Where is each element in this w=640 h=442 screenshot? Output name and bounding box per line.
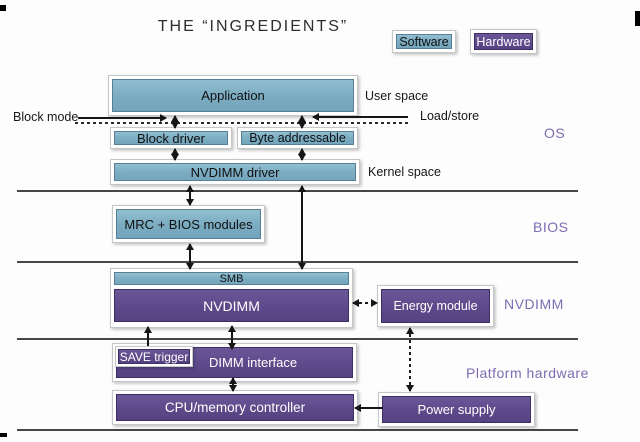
- divider-nvdimm-platform: [17, 338, 578, 340]
- section-label-platform: Platform hardware: [466, 365, 589, 381]
- arrow-dimminterface-cpu: [229, 377, 237, 392]
- arrow-powersupply-cpu: [354, 404, 383, 412]
- box-block-driver: Block driver: [110, 127, 232, 149]
- label-load-store: Load/store: [420, 109, 480, 123]
- block-mode-dashed-line: [75, 122, 408, 124]
- box-nvdimm-module: SMB NVDIMM: [110, 268, 353, 328]
- arrow-energymodule-powersupply: [406, 327, 414, 392]
- arrow-nvdimm-dimminterface: [228, 325, 236, 350]
- legend-software: Software: [392, 30, 456, 53]
- arrow-nvdimm-energymodule: [352, 299, 378, 307]
- arrow-application-blockdriver: [171, 115, 179, 129]
- box-byte-addressable-label: Byte addressable: [241, 131, 354, 145]
- section-label-bios: BIOS: [533, 219, 569, 235]
- divider-bottom: [17, 429, 578, 431]
- box-energy-module: Energy module: [377, 285, 494, 327]
- arrow-mrcbios-smb: [186, 243, 194, 270]
- box-power-supply-label: Power supply: [382, 396, 531, 423]
- box-power-supply: Power supply: [378, 392, 535, 427]
- arrow-savetrigger-nvdimm: [144, 326, 152, 346]
- section-label-nvdimm: NVDIMM: [504, 296, 564, 312]
- divider-os-bios: [17, 190, 578, 192]
- label-block-mode: Block mode: [13, 110, 79, 124]
- page-title: THE “INGREDIENTS”: [157, 18, 349, 35]
- box-block-driver-label: Block driver: [114, 131, 228, 146]
- box-save-trigger-label: SAVE trigger: [118, 349, 190, 364]
- box-cpu-memory-controller: CPU/memory controller: [112, 390, 358, 425]
- box-save-trigger: SAVE trigger: [115, 346, 193, 367]
- box-nvdimm-driver-label: NVDIMM driver: [114, 163, 356, 181]
- box-application-label: Application: [112, 79, 354, 112]
- box-nvdimm-driver: NVDIMM driver: [110, 159, 360, 185]
- arrow-block-mode: [78, 114, 167, 122]
- box-byte-addressable: Byte addressable: [237, 127, 358, 149]
- legend-software-label: Software: [396, 34, 452, 49]
- box-energy-module-label: Energy module: [381, 289, 490, 323]
- label-user-space: User space: [365, 89, 429, 103]
- legend-hardware: Hardware: [470, 29, 537, 54]
- box-mrc-bios: MRC + BIOS modules: [112, 205, 265, 243]
- box-nvdimm-label: NVDIMM: [114, 289, 349, 322]
- arrow-byteaddressable-nvdimmdriver: [298, 148, 306, 161]
- arrow-nvdimmdriver-smb: [298, 185, 306, 270]
- label-kernel-space: Kernel space: [368, 165, 441, 179]
- legend-hardware-label: Hardware: [474, 33, 533, 50]
- box-smb-label: SMB: [114, 272, 349, 285]
- box-mrc-bios-label: MRC + BIOS modules: [116, 209, 261, 239]
- arrow-load-store: [312, 113, 408, 121]
- arrow-application-byteaddressable: [298, 115, 306, 129]
- divider-bios-nvdimm: [17, 261, 578, 263]
- box-cpu-memory-controller-label: CPU/memory controller: [116, 394, 354, 421]
- section-label-os: OS: [544, 125, 566, 141]
- arrow-nvdimmdriver-mrcbios: [186, 185, 194, 206]
- arrow-blockdriver-nvdimmdriver: [171, 148, 179, 161]
- box-application: Application: [108, 75, 358, 116]
- screen-artifact: [0, 433, 7, 437]
- screen-artifact: [635, 11, 640, 26]
- screen-artifact: [0, 5, 6, 11]
